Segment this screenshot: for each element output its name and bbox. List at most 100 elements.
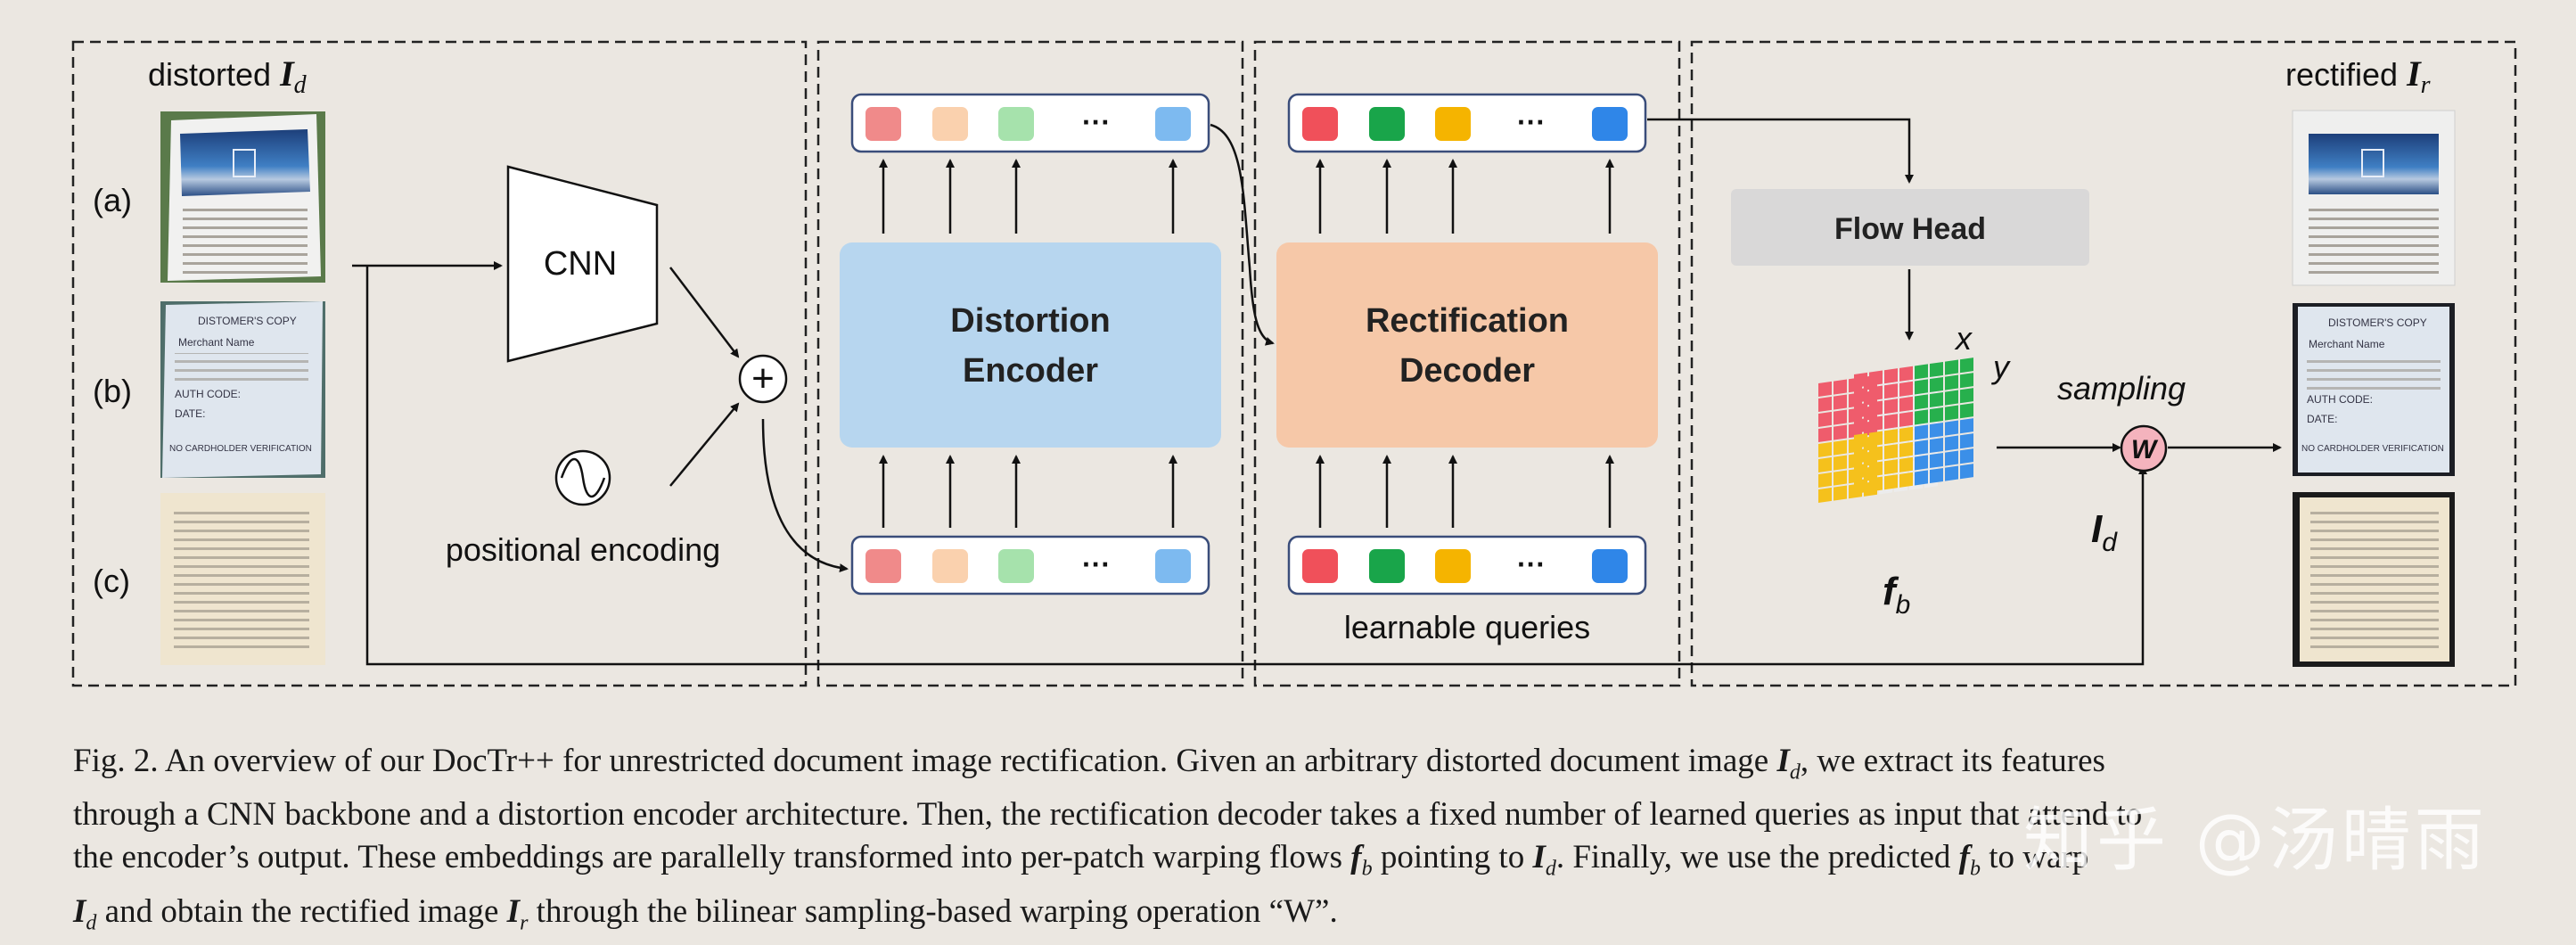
learnable-queries-label: learnable queries: [1344, 609, 1590, 645]
flow-x-label: x: [1954, 320, 1973, 357]
learnable-query-tokens: ···: [1287, 535, 1647, 596]
flow-grid-cell: [1854, 417, 1867, 433]
query-token-4: [1592, 549, 1628, 583]
sampling-label: sampling: [2057, 370, 2186, 407]
encoder-to-decoder-arrow: [1210, 123, 1275, 346]
flow-grid: [1818, 357, 1973, 503]
caption-line-1: Fig. 2. An overview of our DocTr++ for u…: [73, 743, 2105, 785]
id-label: Id: [2091, 507, 2118, 557]
flow-grid-cell: [1960, 448, 1973, 464]
output-image-a: [2292, 110, 2456, 286]
enc-in-token-4: [1155, 549, 1191, 583]
flow-grid-cell: [1834, 440, 1847, 456]
flow-grid-cell: [1899, 426, 1913, 442]
flow-grid-cell: [1884, 414, 1898, 430]
cnn-block: [506, 165, 659, 363]
cnn-label: CNN: [544, 245, 617, 283]
row-label-a: (a): [93, 182, 132, 218]
svg-text:···: ···: [1517, 548, 1546, 580]
skip-connection-line: [365, 266, 2147, 666]
encoder-panel: [816, 40, 1244, 687]
positional-encoding-label: positional encoding: [446, 531, 720, 568]
flow-grid-cell: [1960, 388, 1973, 404]
caption-line-4: Id and obtain the rectified image Ir thr…: [73, 892, 1338, 935]
figure-caption: Fig. 2. An overview of our DocTr++ for u…: [73, 740, 2515, 944]
svg-text:DISTOMER'S COPY: DISTOMER'S COPY: [2328, 316, 2427, 329]
svg-text:···: ···: [1082, 548, 1111, 580]
svg-text:Merchant Name: Merchant Name: [2309, 338, 2385, 350]
cnn-to-add-arrow: [669, 267, 740, 358]
flow-grid-cell: [1869, 370, 1883, 386]
flow-grid-cell: [1834, 470, 1847, 486]
flow-grid-cell: [1854, 372, 1867, 388]
flow-grid-cell: [1960, 357, 1973, 374]
pe-to-add-arrow: [669, 402, 740, 487]
flow-grid-cell: [1854, 448, 1867, 464]
decoder-panel: [1253, 40, 1681, 687]
enc-in-token-3: [998, 549, 1034, 583]
architecture-diagram: distorted Id (a) (b) (c) DISTOMER'S COPY…: [71, 40, 2517, 687]
flow-grid-cell: [1930, 376, 1943, 393]
flow-grid-cell: [1834, 394, 1847, 410]
encoder-arrows: [879, 159, 1177, 528]
fb-label: fb: [1883, 570, 1910, 620]
flow-grid-cell: [1884, 444, 1898, 460]
flow-grid-cell: [1945, 390, 1958, 406]
flow-grid-cell: [1945, 374, 1958, 390]
flow-head-block: [1731, 189, 2089, 266]
flow-grid-cell: [1899, 396, 1913, 412]
flow-grid-cell: [1930, 452, 1943, 469]
enc-out-token-3: [998, 107, 1034, 141]
dec-out-token-1: [1302, 107, 1338, 141]
output-image-b: DISTOMER'S COPY Merchant Name AUTH CODE:…: [2293, 303, 2455, 476]
flow-grid-cell: [1915, 409, 1928, 425]
input-image-a: [160, 111, 325, 283]
flow-grid-cell: [1930, 407, 1943, 423]
flow-grid-cell: [1945, 450, 1958, 466]
svg-text:DISTOMER'S COPY: DISTOMER'S COPY: [198, 315, 297, 327]
flow-grid-cell: [1834, 424, 1847, 440]
flow-grid-cell: [1915, 440, 1928, 456]
dec-out-token-2: [1369, 107, 1405, 141]
flow-grid-cell: [1960, 373, 1973, 389]
flow-grid-cell: [1960, 433, 1973, 449]
positional-encoding-icon: [554, 449, 611, 506]
add-symbol: +: [751, 357, 775, 400]
flow-grid-cell: [1818, 441, 1832, 457]
query-token-3: [1435, 549, 1471, 583]
input-title: distorted Id: [148, 53, 308, 99]
decoder-title-line2: Decoder: [1399, 352, 1535, 390]
enc-out-token-1: [866, 107, 901, 141]
enc-in-token-2: [932, 549, 968, 583]
warp-symbol: W: [2131, 435, 2159, 464]
flow-grid-cell: [1930, 437, 1943, 454]
input-panel: [71, 40, 808, 687]
flow-grid-cell: [1884, 383, 1898, 399]
encoder-input-tokens: ···: [850, 535, 1210, 596]
row-label-b: (b): [93, 373, 132, 409]
svg-text:NO CARDHOLDER VERIFICATION: NO CARDHOLDER VERIFICATION: [2301, 444, 2444, 454]
svg-text:Merchant Name: Merchant Name: [178, 336, 255, 349]
flow-grid-cell: [1899, 381, 1913, 397]
flow-grid-cell: [1899, 366, 1913, 382]
flow-grid-cell: [1818, 456, 1832, 472]
flow-grid-cell: [1960, 418, 1973, 434]
svg-text:···: ···: [1517, 106, 1546, 138]
flow-grid-cell: [1834, 409, 1847, 425]
flow-grid-cell: [1834, 455, 1847, 471]
encoder-title-line2: Encoder: [963, 352, 1098, 390]
svg-text:···: ···: [1082, 106, 1111, 138]
flow-grid-cell: [1818, 426, 1832, 442]
panel-borders: [71, 40, 2517, 687]
flow-grid-cell: [1854, 432, 1867, 448]
flow-grid-cell: [1915, 379, 1928, 395]
dec-out-token-3: [1435, 107, 1471, 141]
flow-grid-cell: [1945, 420, 1958, 436]
flow-grid-cell: [1915, 394, 1928, 410]
decoder-to-flowhead-arrow: [1647, 118, 1914, 184]
flow-grid-cell: [1869, 446, 1883, 462]
watermark: 知乎 @汤晴雨: [2023, 801, 2488, 881]
flow-grid-cell: [1899, 472, 1913, 488]
output-panel: [1690, 40, 2517, 687]
encoder-title-line1: Distortion: [950, 302, 1110, 340]
